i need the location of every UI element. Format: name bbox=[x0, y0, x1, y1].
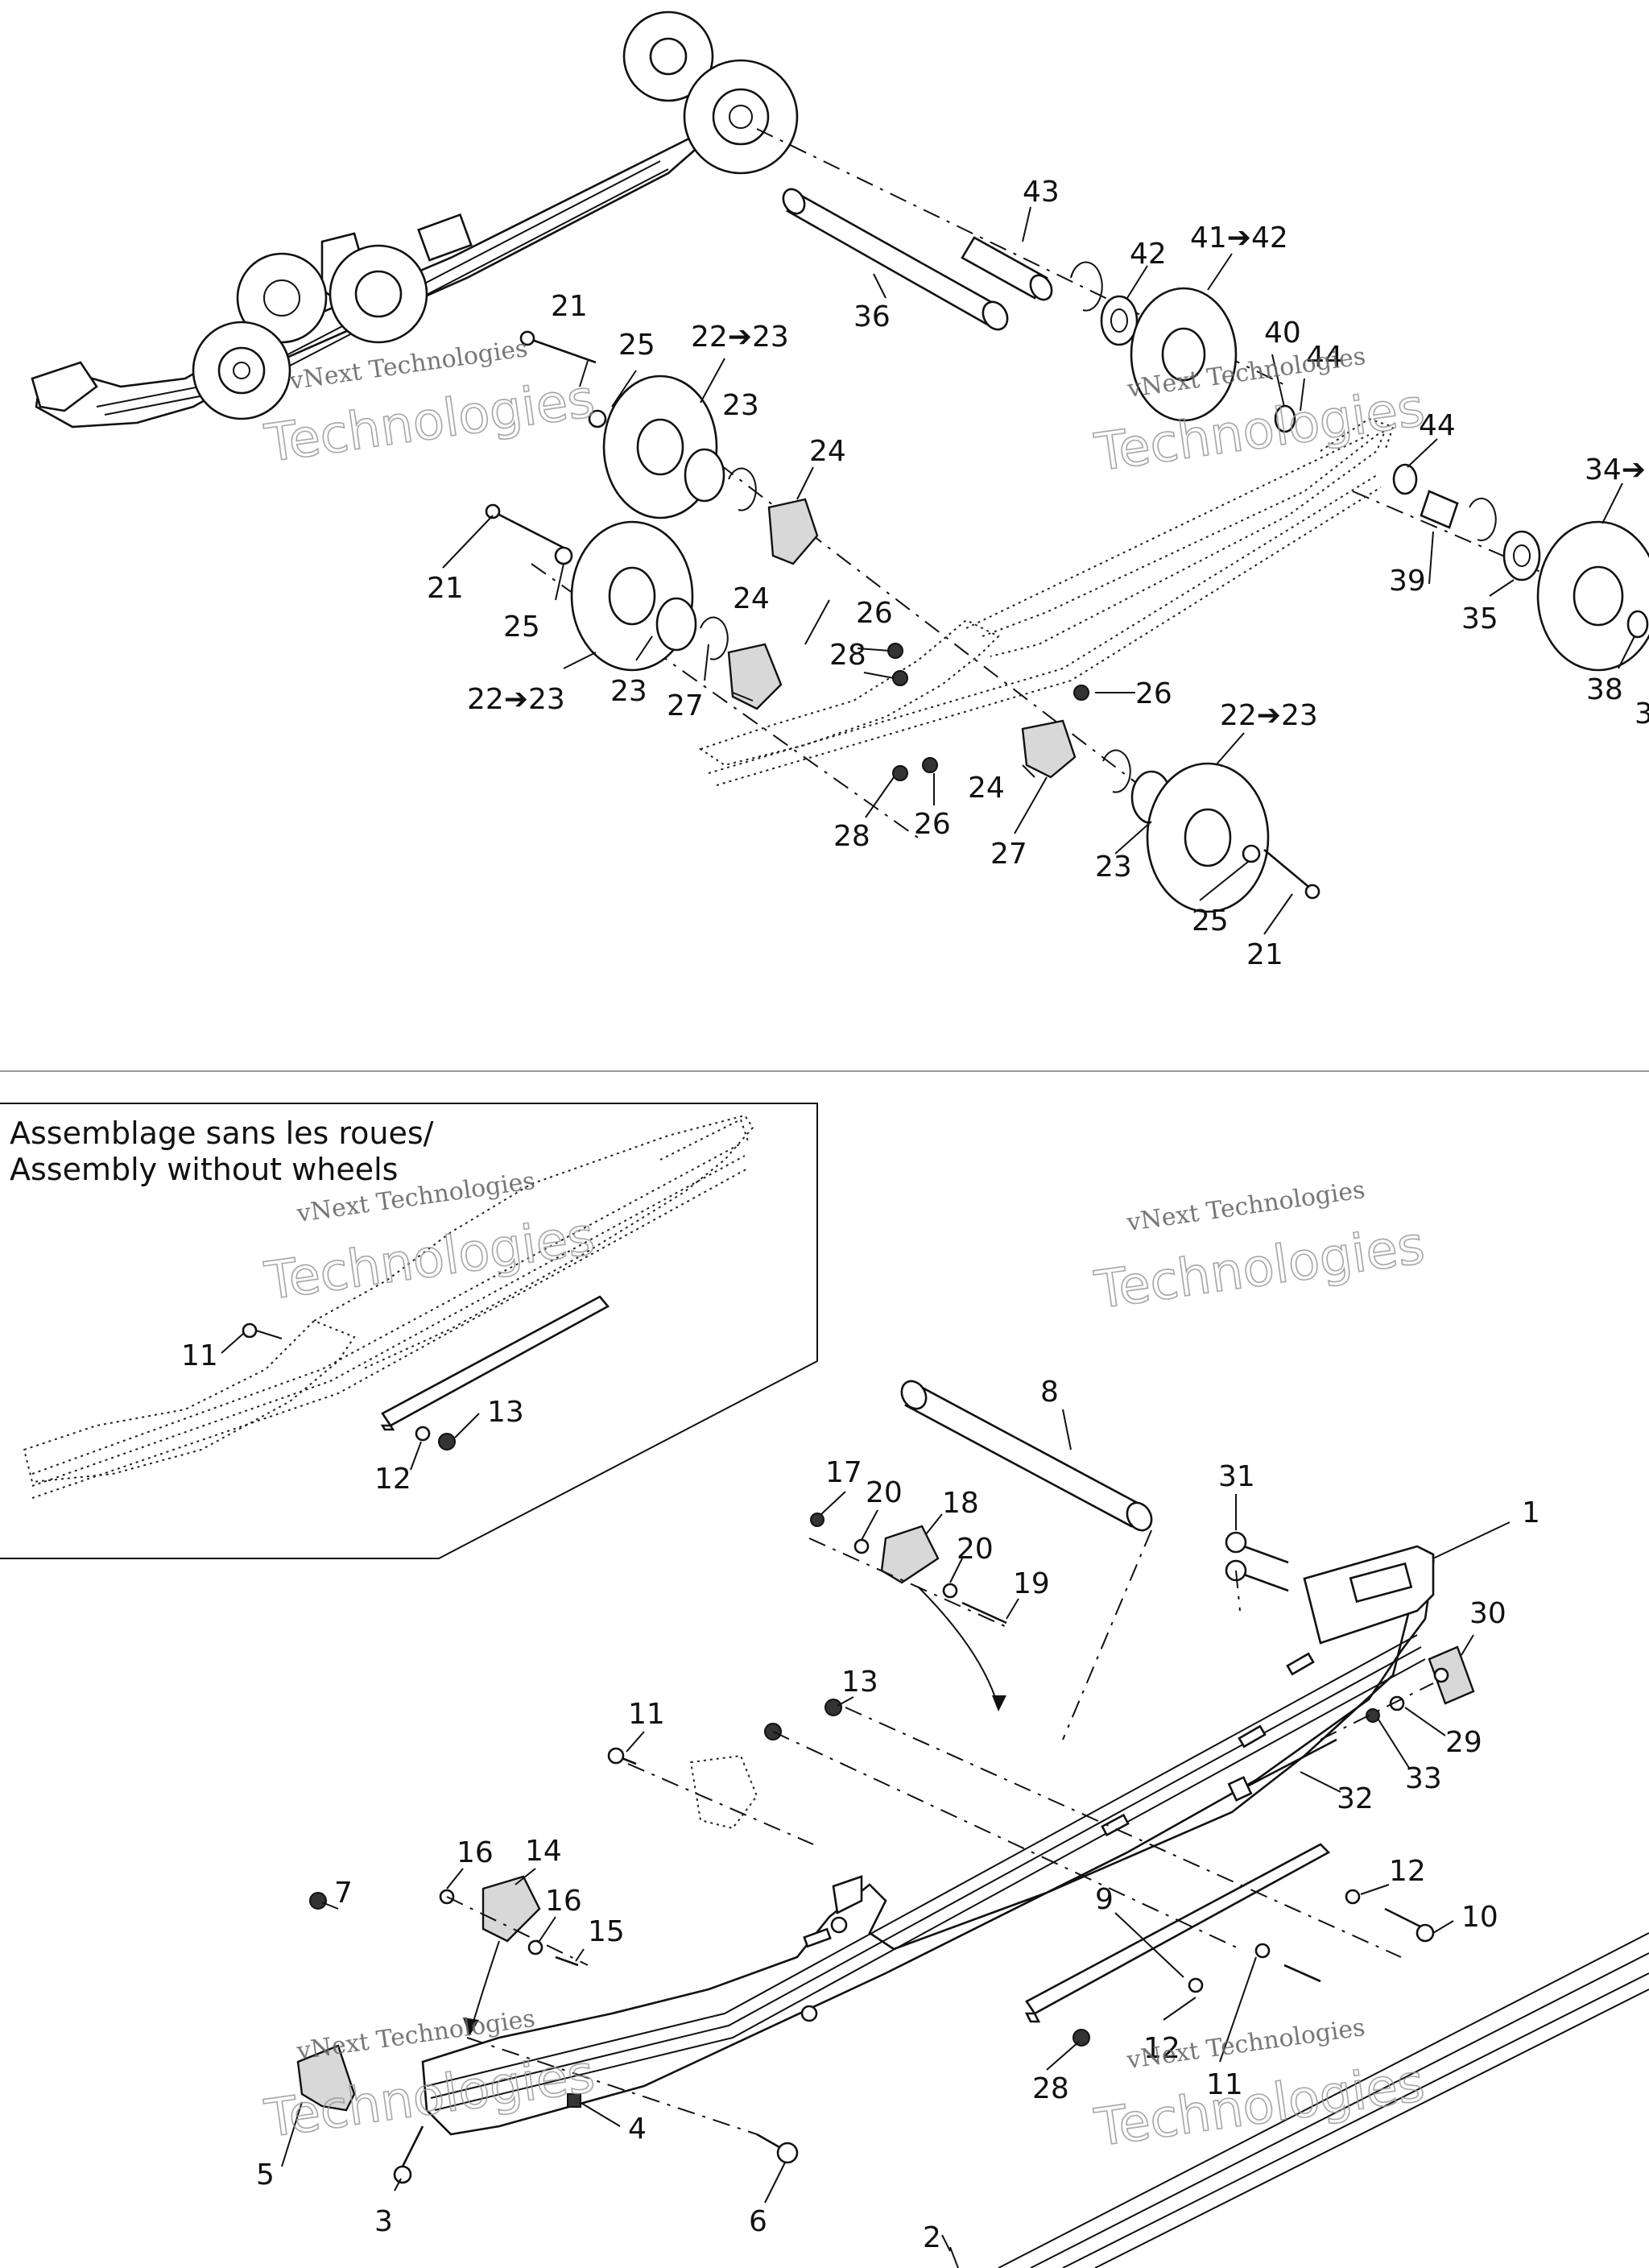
top-assembly bbox=[31, 10, 1649, 913]
callout-1: 1 bbox=[1522, 1496, 1540, 1529]
callout-44a: 44 bbox=[1306, 341, 1343, 374]
callout-22a: 22➔23 bbox=[691, 321, 789, 354]
callout-23c: 23 bbox=[1095, 850, 1132, 884]
callout-29: 29 bbox=[1445, 1726, 1482, 1759]
track bbox=[949, 1932, 1649, 2268]
callout-19: 19 bbox=[1013, 1567, 1050, 1600]
wheel-41 bbox=[1130, 287, 1238, 422]
callout-6: 6 bbox=[749, 2205, 767, 2238]
callout-22b: 22➔23 bbox=[467, 683, 565, 716]
bottom-assembly bbox=[296, 1380, 1649, 2268]
callout-14: 14 bbox=[525, 1835, 562, 1868]
callout-28c: 28 bbox=[1032, 2072, 1069, 2105]
callout-11b: 11 bbox=[628, 1698, 665, 1731]
callout-15: 15 bbox=[588, 1915, 625, 1948]
complete-rail-thumbnail bbox=[31, 10, 799, 428]
callout-21a: 21 bbox=[551, 290, 588, 323]
callout-labels: 43 36 42 41➔42 40 44 44 34➔ 39 35 38 3 2… bbox=[181, 176, 1649, 2254]
callout-2: 2 bbox=[923, 2221, 941, 2254]
callout-12b: 12 bbox=[1389, 1855, 1426, 1888]
callout-27a: 27 bbox=[667, 689, 704, 722]
callout-43: 43 bbox=[1023, 176, 1060, 209]
callout-21c: 21 bbox=[1246, 938, 1283, 971]
callout-28a: 28 bbox=[829, 639, 866, 672]
callout-9: 9 bbox=[1095, 1883, 1114, 1916]
callout-41-42: 41➔42 bbox=[1190, 221, 1288, 255]
callout-16a: 16 bbox=[457, 1836, 494, 1869]
callout-12a: 12 bbox=[374, 1463, 411, 1496]
shaft-8 bbox=[900, 1380, 1153, 1532]
callout-7: 7 bbox=[334, 1877, 353, 1910]
callout-16b: 16 bbox=[545, 1885, 582, 1918]
callout-27b: 27 bbox=[990, 838, 1027, 871]
callout-33: 33 bbox=[1405, 1762, 1442, 1795]
inset-panel bbox=[0, 1103, 818, 1559]
callout-20b: 20 bbox=[957, 1533, 994, 1566]
callout-42: 42 bbox=[1130, 238, 1167, 271]
leader-lines-top bbox=[442, 206, 1635, 935]
callout-11a: 11 bbox=[181, 1339, 218, 1372]
callout-4: 4 bbox=[628, 2113, 647, 2146]
callout-35: 35 bbox=[1461, 602, 1498, 635]
callout-24b: 24 bbox=[733, 582, 770, 615]
callout-12c: 12 bbox=[1143, 2032, 1180, 2065]
callout-28b: 28 bbox=[833, 820, 870, 853]
inset-slide-bar bbox=[380, 1295, 610, 1431]
callout-38: 38 bbox=[1586, 673, 1623, 706]
callout-26c: 26 bbox=[914, 808, 951, 841]
callout-36: 36 bbox=[853, 300, 891, 333]
callout-13a: 13 bbox=[487, 1396, 524, 1429]
callout-11c: 11 bbox=[1206, 2068, 1243, 2101]
callout-30: 30 bbox=[1469, 1597, 1506, 1630]
callout-26b: 26 bbox=[1135, 677, 1172, 710]
callout-31: 31 bbox=[1218, 1460, 1255, 1493]
callout-24c: 24 bbox=[968, 772, 1005, 805]
callout-8: 8 bbox=[1040, 1376, 1059, 1409]
callout-18: 18 bbox=[942, 1487, 979, 1520]
callout-22c: 22➔23 bbox=[1220, 699, 1318, 732]
callout-23a: 23 bbox=[722, 389, 759, 422]
callout-17: 17 bbox=[825, 1456, 862, 1489]
callout-3x: 3 bbox=[1635, 697, 1649, 730]
callout-25b: 25 bbox=[503, 610, 540, 644]
spacer-43 bbox=[961, 236, 1053, 301]
callout-25a: 25 bbox=[618, 329, 655, 362]
rail-1 bbox=[421, 1545, 1435, 2136]
callout-44b: 44 bbox=[1419, 409, 1456, 442]
slide-bar-9 bbox=[1024, 1843, 1331, 2023]
callout-34: 34➔ bbox=[1585, 453, 1646, 486]
inset-title-line1: Assemblage sans les roues/ bbox=[10, 1115, 434, 1151]
callout-24a: 24 bbox=[809, 435, 846, 468]
callout-32: 32 bbox=[1337, 1782, 1374, 1815]
callout-26a: 26 bbox=[856, 597, 893, 630]
callout-3: 3 bbox=[374, 2205, 393, 2238]
callout-10: 10 bbox=[1461, 1901, 1498, 1934]
callout-5: 5 bbox=[256, 2158, 275, 2191]
callout-40: 40 bbox=[1264, 317, 1301, 350]
rail-outline-top bbox=[698, 417, 1395, 786]
inset-title-line2: Assembly without wheels bbox=[10, 1152, 398, 1187]
inset-rail bbox=[23, 1114, 754, 1499]
callout-13b: 13 bbox=[841, 1666, 878, 1699]
shaft-36 bbox=[782, 188, 1009, 331]
callout-23b: 23 bbox=[610, 675, 647, 708]
callout-25c: 25 bbox=[1192, 904, 1229, 937]
callout-21b: 21 bbox=[427, 572, 464, 605]
callout-20a: 20 bbox=[866, 1476, 903, 1509]
leader-lines-bottom bbox=[281, 1409, 1511, 2252]
callout-39: 39 bbox=[1389, 565, 1426, 598]
